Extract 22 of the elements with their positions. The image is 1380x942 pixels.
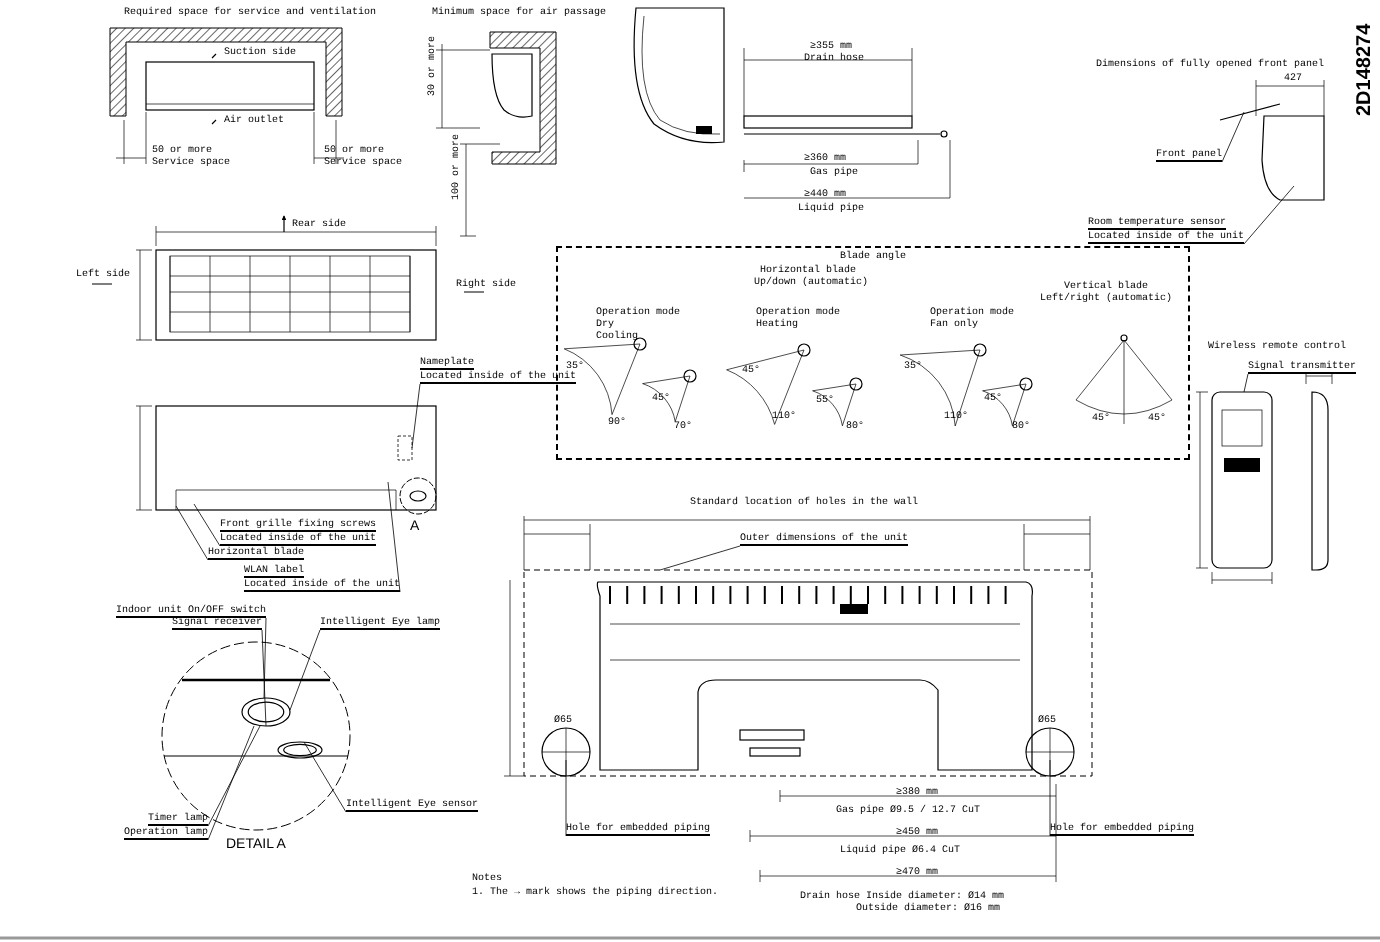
leader-line bbox=[207, 725, 261, 827]
front-panel-drawing bbox=[1219, 103, 1325, 201]
leader-line bbox=[387, 481, 401, 593]
leader-line bbox=[1221, 111, 1245, 163]
leader-line bbox=[1243, 185, 1295, 245]
leader-line bbox=[193, 503, 221, 547]
leader-line bbox=[565, 759, 567, 837]
leader-line bbox=[261, 629, 267, 727]
indicator-ring bbox=[241, 697, 291, 727]
leader-line bbox=[659, 545, 741, 571]
drawing-number: 2D148274 bbox=[1354, 23, 1376, 116]
leader-line bbox=[263, 617, 267, 699]
nameplate-outline bbox=[397, 435, 413, 461]
dashed-frame bbox=[556, 246, 1190, 460]
leader-line bbox=[175, 505, 209, 561]
leader-line bbox=[1243, 373, 1249, 393]
sensor-window bbox=[277, 741, 323, 759]
front-view-drawing bbox=[155, 405, 437, 515]
leader-line bbox=[289, 629, 321, 711]
leader-line bbox=[303, 741, 347, 813]
leader-line bbox=[207, 725, 255, 841]
leader-line bbox=[1049, 759, 1051, 837]
